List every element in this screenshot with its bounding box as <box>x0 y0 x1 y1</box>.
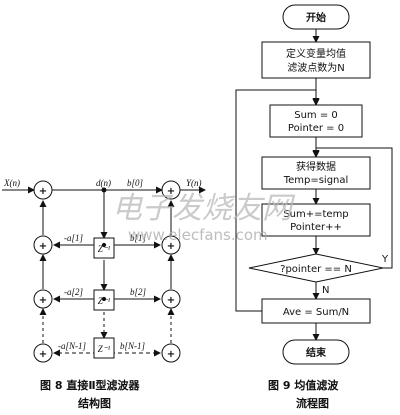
b1-label: b[1] <box>130 233 147 243</box>
flow-loop-outer <box>235 89 320 312</box>
node-d-label: d(n) <box>96 178 111 188</box>
adder-right-2 <box>161 289 181 309</box>
bN-label: b[N-1] <box>120 341 146 351</box>
flow-start-text: 开始 <box>306 11 326 24</box>
delay-box-3 <box>93 337 115 359</box>
adder-plus: + <box>167 349 175 360</box>
adder-plus: + <box>167 295 175 306</box>
filter-structure-diagram <box>2 180 206 363</box>
adder-plus: + <box>39 241 47 252</box>
flow-accumulate-box <box>261 203 371 237</box>
adder-plus-signs: + + + + + + + + <box>39 186 175 360</box>
flow-init-text-1: Sum = 0 <box>294 110 338 121</box>
flowchart-labels: 开始 定义变量均值 滤波点数为N Sum = 0 Pointer = 0 获得数… <box>280 11 389 359</box>
structure-labels: X(n) Y(n) d(n) b[0] Z⁻¹ Z⁻¹ Z⁻¹ -a[1] -a… <box>3 178 202 354</box>
flowchart-diagram <box>235 4 393 365</box>
b2-label: b[2] <box>130 287 147 297</box>
node-dot-2 <box>101 296 107 302</box>
flowchart-caption-line2: 流程图 <box>296 396 329 410</box>
adder-right-1 <box>161 235 181 255</box>
adder-left-0 <box>33 180 53 200</box>
node-dot-1 <box>101 242 107 248</box>
flow-no-label: N <box>322 285 329 296</box>
flow-acc-text-2: Pointer++ <box>290 222 342 233</box>
flow-yes-label: Y <box>381 254 389 265</box>
flow-end-text: 结束 <box>306 346 327 359</box>
structure-caption-line1: 图 8 直接Ⅱ型滤波器 <box>40 378 141 392</box>
delay-label-2: Z⁻¹ <box>98 296 111 306</box>
flow-get-text-2: Temp=signal <box>283 175 349 186</box>
watermark-logo-text: 电子发烧友网 <box>112 191 296 226</box>
flow-define-box <box>261 41 371 79</box>
flow-acc-text-1: Sum+=temp <box>283 209 348 220</box>
adder-plus: + <box>39 295 47 306</box>
adder-right-0 <box>161 180 181 200</box>
flow-init-text-2: Pointer = 0 <box>288 123 344 134</box>
structure-caption-line2: 结构图 <box>77 396 111 410</box>
flow-get-text-1: 获得数据 <box>296 160 336 173</box>
adder-left-1 <box>33 235 53 255</box>
watermark-url-text: www.elecfans.com <box>128 226 268 244</box>
a2-label: -a[2] <box>64 287 83 297</box>
adder-plus: + <box>167 186 175 197</box>
node-dot-d <box>101 187 107 193</box>
flowchart-caption-line1: 图 9 均值滤波 <box>268 378 339 392</box>
watermark: 电子发烧友网 www.elecfans.com <box>112 191 296 244</box>
input-label: X(n) <box>3 178 20 188</box>
flow-define-text-1: 定义变量均值 <box>286 47 346 60</box>
flow-loop-yes <box>312 147 393 269</box>
flow-end-terminal <box>282 339 350 365</box>
adder-right-3 <box>161 343 181 363</box>
delay-label-3: Z⁻¹ <box>98 344 111 354</box>
a1-label: -a[1] <box>64 233 83 243</box>
adder-plus: + <box>39 186 47 197</box>
adder-left-2 <box>33 289 53 309</box>
adder-plus: + <box>167 241 175 252</box>
delay-box-1 <box>93 237 115 259</box>
aN-label: -a[N-1] <box>58 341 86 351</box>
flow-decision-text: ?pointer == N <box>280 264 352 275</box>
flow-average-box <box>261 298 371 324</box>
flow-define-text-2: 滤波点数为N <box>287 61 344 74</box>
adder-plus: + <box>39 349 47 360</box>
output-label: Y(n) <box>186 178 202 188</box>
delay-label-1: Z⁻¹ <box>98 244 111 254</box>
b0-label: b[0] <box>127 178 144 188</box>
flow-average-text: Ave = Sum/N <box>283 307 349 318</box>
adder-left-3 <box>33 343 53 363</box>
